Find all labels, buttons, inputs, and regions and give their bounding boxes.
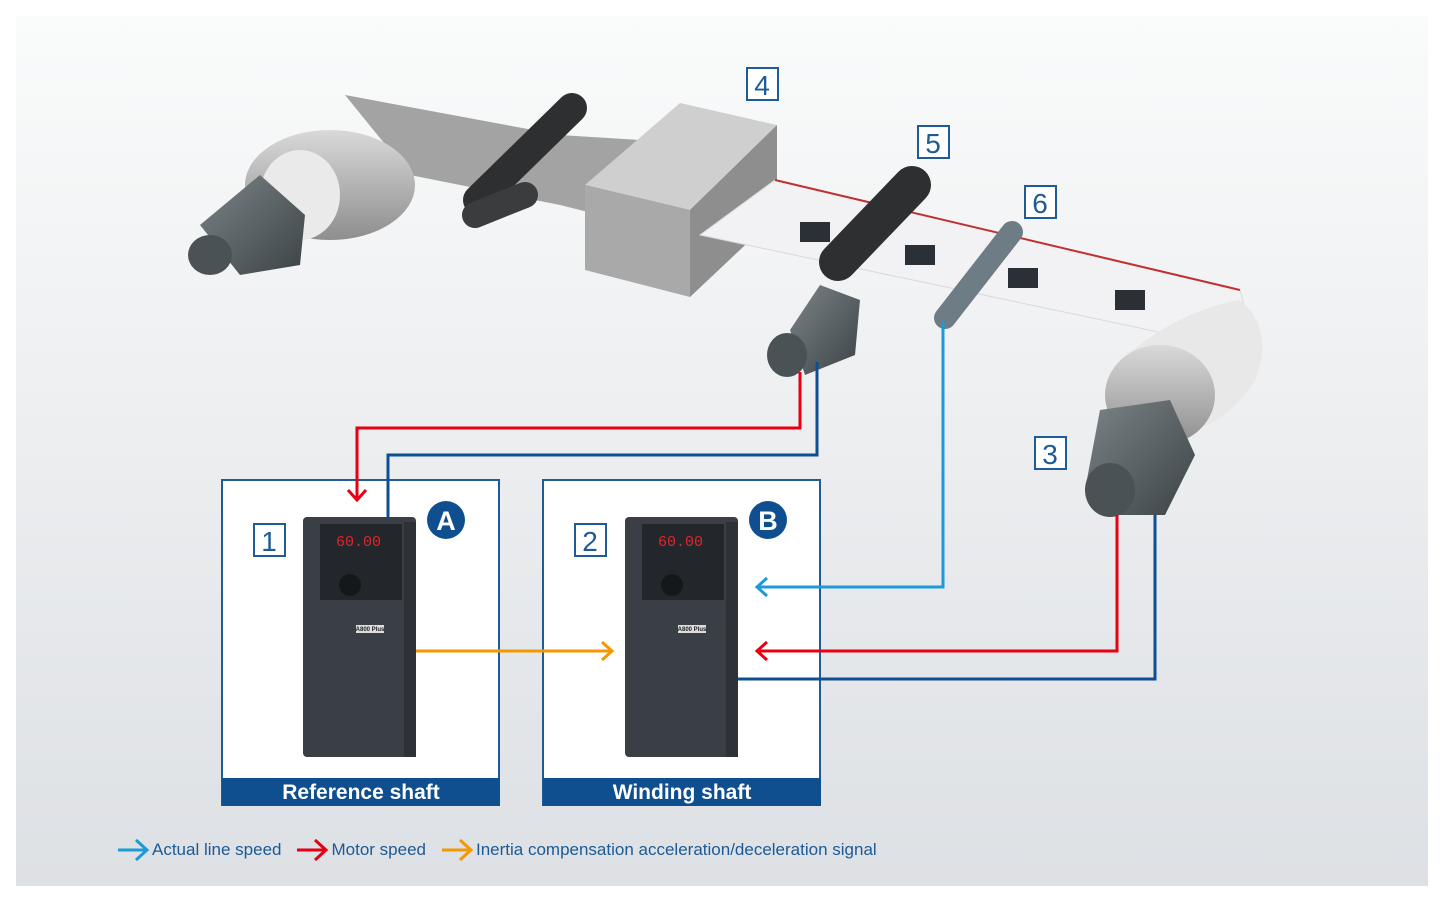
legend-item-actual-line-speed: Actual line speed [116, 838, 281, 862]
arrow-right-icon [441, 838, 474, 862]
inverter-a: 60.00 A800 Plus [303, 517, 416, 757]
reference-shaft-caption: Reference shaft [222, 778, 500, 806]
marker-2: 2 [582, 526, 598, 557]
motor-speed-line-b [757, 515, 1119, 653]
legend-label: Motor speed [331, 840, 426, 859]
marker-5: 5 [925, 128, 941, 159]
marker-6: 6 [1032, 188, 1048, 219]
motor-speed-line-a [355, 372, 802, 500]
legend-item-inertia-signal: Inertia compensation acceleration/decele… [440, 838, 877, 862]
legend-label: Inertia compensation acceleration/decele… [475, 840, 877, 859]
roller-motor [767, 285, 860, 377]
inverter-b-model-label: A800 Plus [678, 627, 707, 633]
inverter-b-display: 60.00 [658, 534, 703, 551]
actual-line-speed-line [757, 322, 945, 589]
drive-roller [819, 166, 931, 281]
arrow-right-icon [118, 838, 150, 862]
winding-motor [1085, 400, 1195, 517]
process-unit-box [585, 103, 777, 297]
encoder-line-a [386, 362, 819, 517]
marker-4: 4 [754, 70, 770, 101]
marker-1: 1 [261, 526, 277, 557]
badge-b: B [758, 506, 778, 536]
inverter-b: 60.00 A800 Plus [625, 517, 738, 757]
inverter-a-display: 60.00 [336, 534, 381, 551]
unwind-motor [188, 175, 305, 275]
badge-a: A [436, 506, 456, 536]
winding-shaft-caption: Winding shaft [543, 778, 821, 806]
guide-roller [462, 93, 587, 228]
arrow-right-icon [297, 838, 329, 862]
legend: Actual line speed Motor speed Inertia co… [116, 838, 885, 862]
measuring-roller [934, 221, 1023, 329]
inverter-a-model-label: A800 Plus [356, 627, 385, 633]
legend-item-motor-speed: Motor speed [295, 838, 426, 862]
marker-3: 3 [1042, 439, 1058, 470]
encoder-line-b [738, 515, 1157, 681]
legend-label: Actual line speed [152, 840, 282, 859]
